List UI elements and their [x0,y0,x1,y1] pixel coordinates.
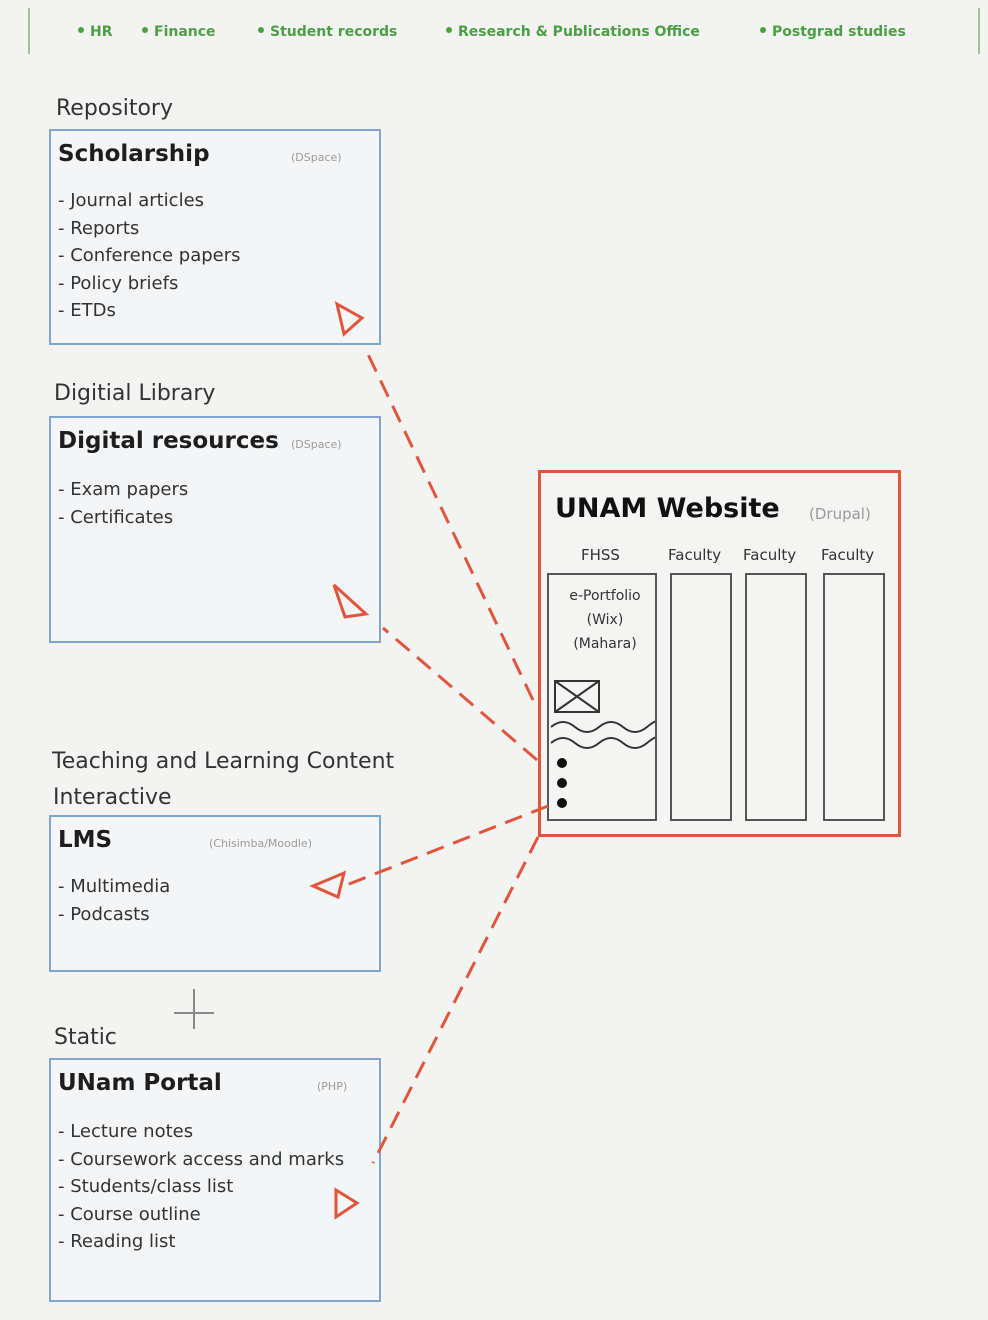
list-item: - Course outline [58,1203,201,1225]
list-item: - Multimedia [58,876,171,897]
unam-portal-box: UNam Portal (PHP) - Lecture notes - Cour… [49,1058,381,1302]
plus-icon [174,989,214,1029]
bullet-icon [446,27,452,33]
nav-item-postgrad[interactable]: Postgrad studies [760,24,906,40]
scholarship-box: Scholarship (DSpace) - Journal articles … [49,129,381,345]
column-label-faculty: Faculty [821,546,875,564]
teaching-label: Teaching and Learning Content [52,749,395,774]
digital-resources-title: Digital resources [58,428,279,454]
list-item: - Coursework access and marks [58,1148,345,1170]
nav-item-finance[interactable]: Finance [142,24,216,40]
unam-website-title: UNAM Website [555,493,780,524]
nav-item-research-office[interactable]: Research & Publications Office [446,24,700,40]
arrow-to-digital-resources [382,626,538,762]
eportfolio-line: e-Portfolio [569,588,641,604]
static-label: Static [54,1025,117,1050]
image-placeholder-icon [550,680,655,808]
scholarship-title: Scholarship [58,141,210,167]
unam-website-box: UNAM Website (Drupal) FHSS Faculty Facul… [538,470,901,837]
list-item: - Certificates [58,506,174,528]
fhss-column[interactable]: e-Portfolio (Wix) (Mahara) [547,573,657,821]
interactive-label: Interactive [53,785,172,810]
repository-label: Repository [56,96,173,121]
faculty-column[interactable] [823,573,885,821]
digital-resources-list: - Exam papers - Certificates [58,476,188,531]
list-item: - ETDs [58,300,116,321]
arrowhead-icon [309,870,347,900]
scholarship-list: - Journal articles - Reports - Conferenc… [58,187,241,325]
top-nav-bar: HR Finance Student records Research & Pu… [28,8,980,54]
list-item: - Reading list [58,1231,176,1252]
arrow-to-lms [343,804,549,888]
faculty-column[interactable] [745,573,807,821]
bullet-icon [142,27,148,33]
column-label-faculty: Faculty [743,546,797,564]
arrow-to-scholarship [363,347,535,701]
nav-item-student-records[interactable]: Student records [258,24,397,40]
list-item: - Lecture notes [58,1121,194,1142]
list-item: - Policy briefs [58,272,179,294]
column-label-fhss: FHSS [581,546,620,564]
unam-portal-title: UNam Portal [58,1070,222,1096]
eportfolio-text: e-Portfolio (Wix) (Mahara) [557,584,653,656]
eportfolio-line: (Wix) [586,612,624,628]
nav-item-student-records-label: Student records [270,24,398,40]
lms-list: - Multimedia - Podcasts [58,873,170,928]
list-item: - Journal articles [58,190,205,211]
column-label-faculty: Faculty [668,546,722,564]
nav-item-postgrad-label: Postgrad studies [772,24,906,40]
lms-title: LMS [58,827,113,853]
scholarship-tag: (DSpace) [291,151,342,164]
nav-item-research-office-label: Research & Publications Office [458,24,700,40]
lms-box: LMS (Chisimba/Moodle) - Multimedia - Pod… [49,815,381,972]
digital-resources-box: Digital resources (DSpace) - Exam papers… [49,416,381,643]
unam-portal-tag: (PHP) [317,1080,348,1093]
bullet-icon [258,27,264,33]
digital-resources-tag: (DSpace) [291,438,342,451]
list-item: - Podcasts [58,903,150,925]
list-item: - Exam papers [58,479,189,500]
lms-tag: (Chisimba/Moodle) [209,837,312,850]
arrow-to-portal [371,836,540,1164]
eportfolio-line: (Mahara) [573,636,637,652]
bullet-icon [760,27,766,33]
list-item: - Reports [58,217,140,239]
digital-library-label: Digitial Library [54,381,216,406]
arrowhead-icon [334,301,365,337]
nav-item-hr-label: HR [90,24,113,40]
nav-item-finance-label: Finance [154,24,216,40]
faculty-column[interactable] [670,573,732,821]
list-item: - Conference papers [58,245,241,266]
arrowhead-icon [332,583,370,619]
arrowhead-icon [334,1187,360,1220]
unam-website-tag: (Drupal) [809,505,871,523]
bullet-icon [78,27,84,33]
nav-item-hr[interactable]: HR [78,24,113,40]
unam-portal-list: - Lecture notes - Coursework access and … [58,1118,344,1256]
list-item: - Students/class list [58,1176,234,1197]
